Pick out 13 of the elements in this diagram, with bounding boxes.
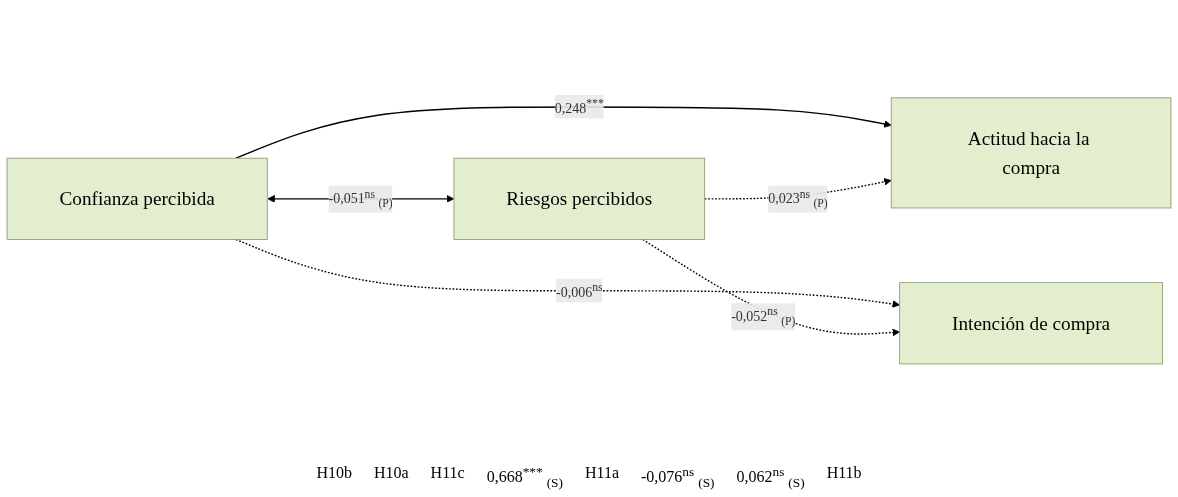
- edge-label: -0,006$^{ns}$: [556, 280, 603, 300]
- path-annotation: H10a: [373, 464, 409, 484]
- path-annotation: H11a: [584, 464, 619, 484]
- node-box: Actitud hacia la compra: [890, 97, 1172, 209]
- node-box: Intención de compra: [899, 282, 1164, 365]
- edge-label: 0,248$^{***}$: [554, 96, 604, 116]
- arrow: [642, 238, 900, 337]
- path-annotation: H11b: [826, 464, 862, 484]
- path-annotation: H10b: [316, 464, 352, 484]
- arrow: [235, 106, 892, 159]
- node-box: Riesgos percibidos: [453, 157, 706, 240]
- path-annotation: H11c: [430, 464, 465, 484]
- node-box: Confianza percibida: [6, 157, 268, 240]
